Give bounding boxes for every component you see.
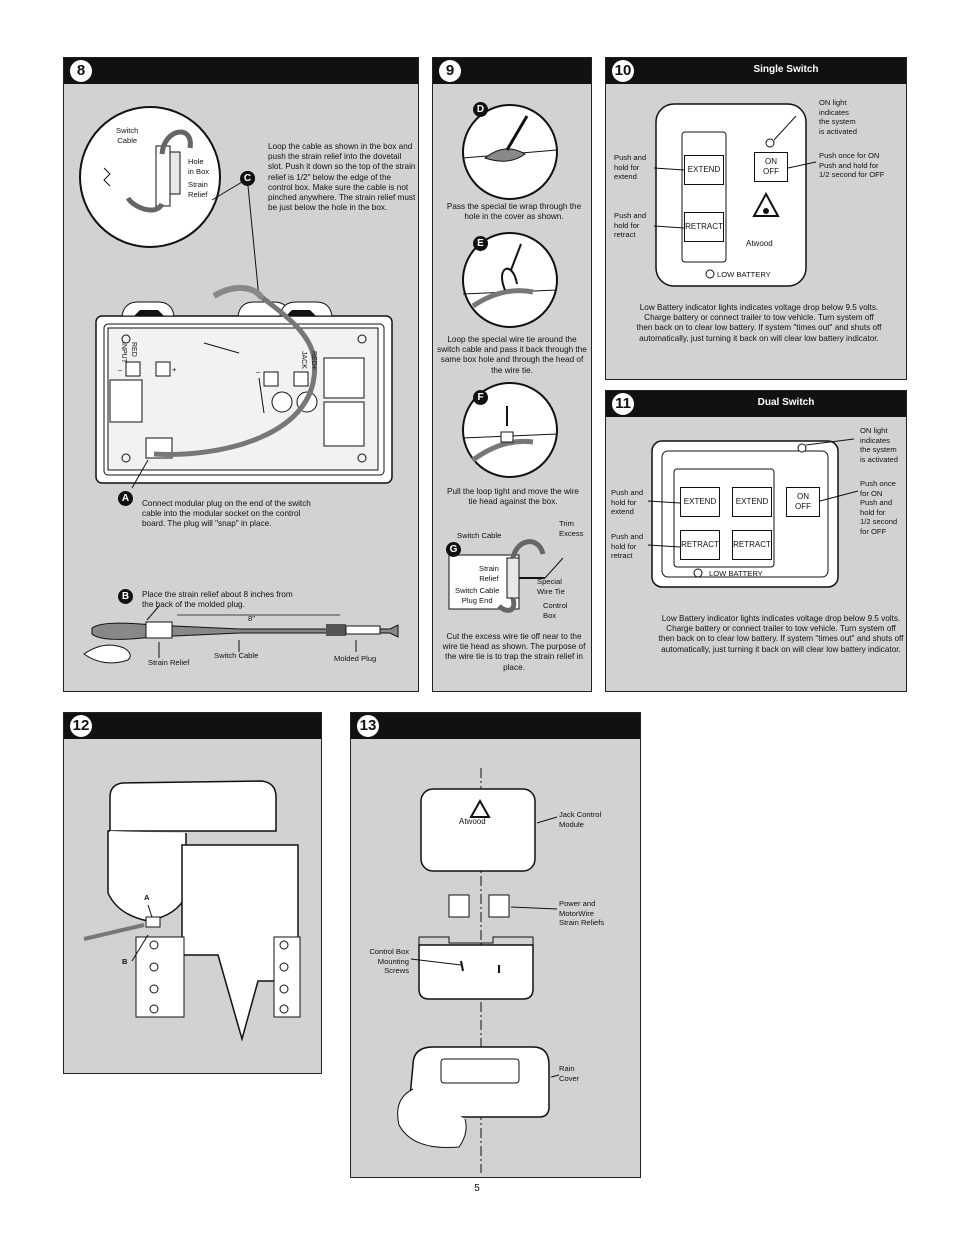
push-once-note: Push once for ON Push and hold for 1/2 s… — [819, 151, 885, 179]
step-9-panel: 9 D Pass the special tie wrap through th… — [432, 57, 592, 692]
off-label: OFF — [795, 502, 811, 511]
low-battery-label: LOW BATTERY — [717, 270, 771, 279]
callout-d: D — [473, 102, 488, 117]
on-light-note: ON light indicates the system is activat… — [819, 98, 857, 136]
step-9-header: 9 — [433, 58, 591, 84]
page-number: 5 — [474, 1183, 480, 1194]
step-number: 12 — [70, 715, 92, 737]
extend-button-1[interactable]: EXTEND — [680, 487, 720, 517]
eight-inch-dimension: 8" — [248, 614, 255, 623]
callout-a: A — [118, 491, 133, 506]
callout-e: E — [473, 236, 488, 251]
connect-plug-instructions: Connect modular plug on the end of the s… — [142, 499, 311, 529]
retract-button-1[interactable]: RETRACT — [680, 530, 720, 560]
atwood-logo-text: Atwood — [746, 239, 773, 248]
on-off-button[interactable]: ON OFF — [754, 152, 788, 182]
label-b: B — [122, 957, 128, 966]
push-hold-extend-note: Push and hold for extend — [611, 488, 644, 516]
push-hold-retract-note: Push and hold for retract — [611, 532, 644, 560]
switch-cable-label: Switch Cable — [116, 126, 139, 145]
strain-reliefs-label: Power and MotorWire Strain Reliefs — [559, 899, 605, 927]
special-wire-tie-label: Special Wire Tie — [537, 577, 565, 596]
mounting-screws-label: Control Box Mounting Screws — [369, 947, 409, 975]
step-number: 8 — [70, 60, 92, 82]
exploded-assembly-illustration — [397, 768, 560, 1173]
step-10-header: 10 Single Switch — [606, 58, 906, 84]
step-number: 11 — [612, 393, 634, 415]
strain-relief-caption: Strain Relief — [148, 658, 190, 667]
on-light-note: ON light indicates the system is activat… — [860, 426, 898, 464]
step-12-header: 12 — [64, 713, 321, 739]
input-plus-sign: + — [172, 365, 177, 374]
step-10-panel: 10 Single Switch EXTEND RETRACT ON OFF A… — [605, 57, 907, 380]
step-g-instructions: Cut the excess wire tie off near to the … — [442, 632, 586, 672]
dual-switch-title: Dual Switch — [757, 397, 815, 408]
step-number: 13 — [357, 715, 379, 737]
place-strain-relief-instructions: Place the strain relief about 8 inches f… — [142, 590, 293, 610]
switch-cable-caption: Switch Cable — [214, 651, 259, 660]
g-strain-relief-label: Strain Relief — [479, 564, 499, 583]
step-number: 10 — [612, 60, 634, 82]
red-input-label: RED INPUT — [120, 342, 138, 363]
push-once-note: Push once for ON Push and hold for 1/2 s… — [860, 479, 898, 536]
single-switch-title: Single Switch — [753, 64, 819, 75]
on-off-button[interactable]: ON OFF — [786, 487, 820, 517]
step-13-header: 13 — [351, 713, 640, 739]
jack-plus-sign: + — [312, 363, 317, 372]
step-f-instructions: Pull the loop tight and move the wire ti… — [447, 487, 579, 507]
control-box-label: Control Box — [543, 601, 568, 620]
wire-tie-steps-illustration — [448, 104, 564, 613]
loop-cable-instructions: Loop the cable as shown in the box and p… — [268, 142, 416, 213]
callout-c: C — [240, 171, 255, 186]
step-e-instructions: Loop the special wire tie around the swi… — [437, 335, 587, 375]
retract-button[interactable]: RETRACT — [684, 212, 724, 242]
step-d-instructions: Pass the special tie wrap through the ho… — [446, 202, 582, 222]
on-label: ON — [765, 157, 777, 166]
switch-cable-plug-end-label: Switch Cable Plug End — [455, 586, 500, 605]
step-12-panel: 12 A B — [63, 712, 322, 1074]
step-13-panel: 13 Atwood Jack Control Module Power and … — [350, 712, 641, 1178]
extend-button-2[interactable]: EXTEND — [732, 487, 772, 517]
low-battery-label: LOW BATTERY — [709, 569, 763, 578]
label-a: A — [144, 893, 150, 902]
push-hold-extend-note: Push and hold for extend — [614, 153, 647, 181]
jack-control-module-label: Jack Control Module — [559, 810, 602, 829]
off-label: OFF — [763, 167, 779, 176]
push-hold-retract-note: Push and hold for retract — [614, 211, 647, 239]
callout-b: B — [118, 589, 133, 604]
jack-minus-sign: – — [256, 367, 261, 376]
strain-relief-label: Strain Relief — [188, 180, 208, 199]
callout-g: G — [446, 542, 461, 557]
cable-loop-inset-illustration — [79, 106, 399, 664]
step-8-header: 8 — [64, 58, 418, 84]
jack-motor-illustration — [83, 780, 301, 1042]
hole-in-box-label: Hole in Box — [188, 157, 210, 176]
trim-excess-label: Trim Excess — [559, 519, 584, 538]
low-battery-explanation: Low Battery indicator lights indicates v… — [636, 303, 882, 343]
on-label: ON — [797, 492, 809, 501]
extend-button[interactable]: EXTEND — [684, 155, 724, 185]
retract-button-2[interactable]: RETRACT — [732, 530, 772, 560]
rain-cover-label: Rain Cover — [559, 1064, 580, 1083]
step-11-panel: 11 Dual Switch EXTEND EXTEND RETRACT RET… — [605, 390, 907, 692]
g-switch-cable-label: Switch Cable — [457, 531, 502, 540]
callout-f: F — [473, 390, 488, 405]
step-11-header: 11 Dual Switch — [606, 391, 906, 417]
low-battery-explanation: Low Battery indicator lights indicates v… — [658, 614, 904, 654]
step-number: 9 — [439, 60, 461, 82]
molded-plug-caption: Molded Plug — [334, 654, 377, 663]
input-minus-sign: – — [118, 365, 123, 374]
atwood-logo-text: Atwood — [459, 817, 486, 826]
step-8-panel: 8 — [63, 57, 419, 692]
